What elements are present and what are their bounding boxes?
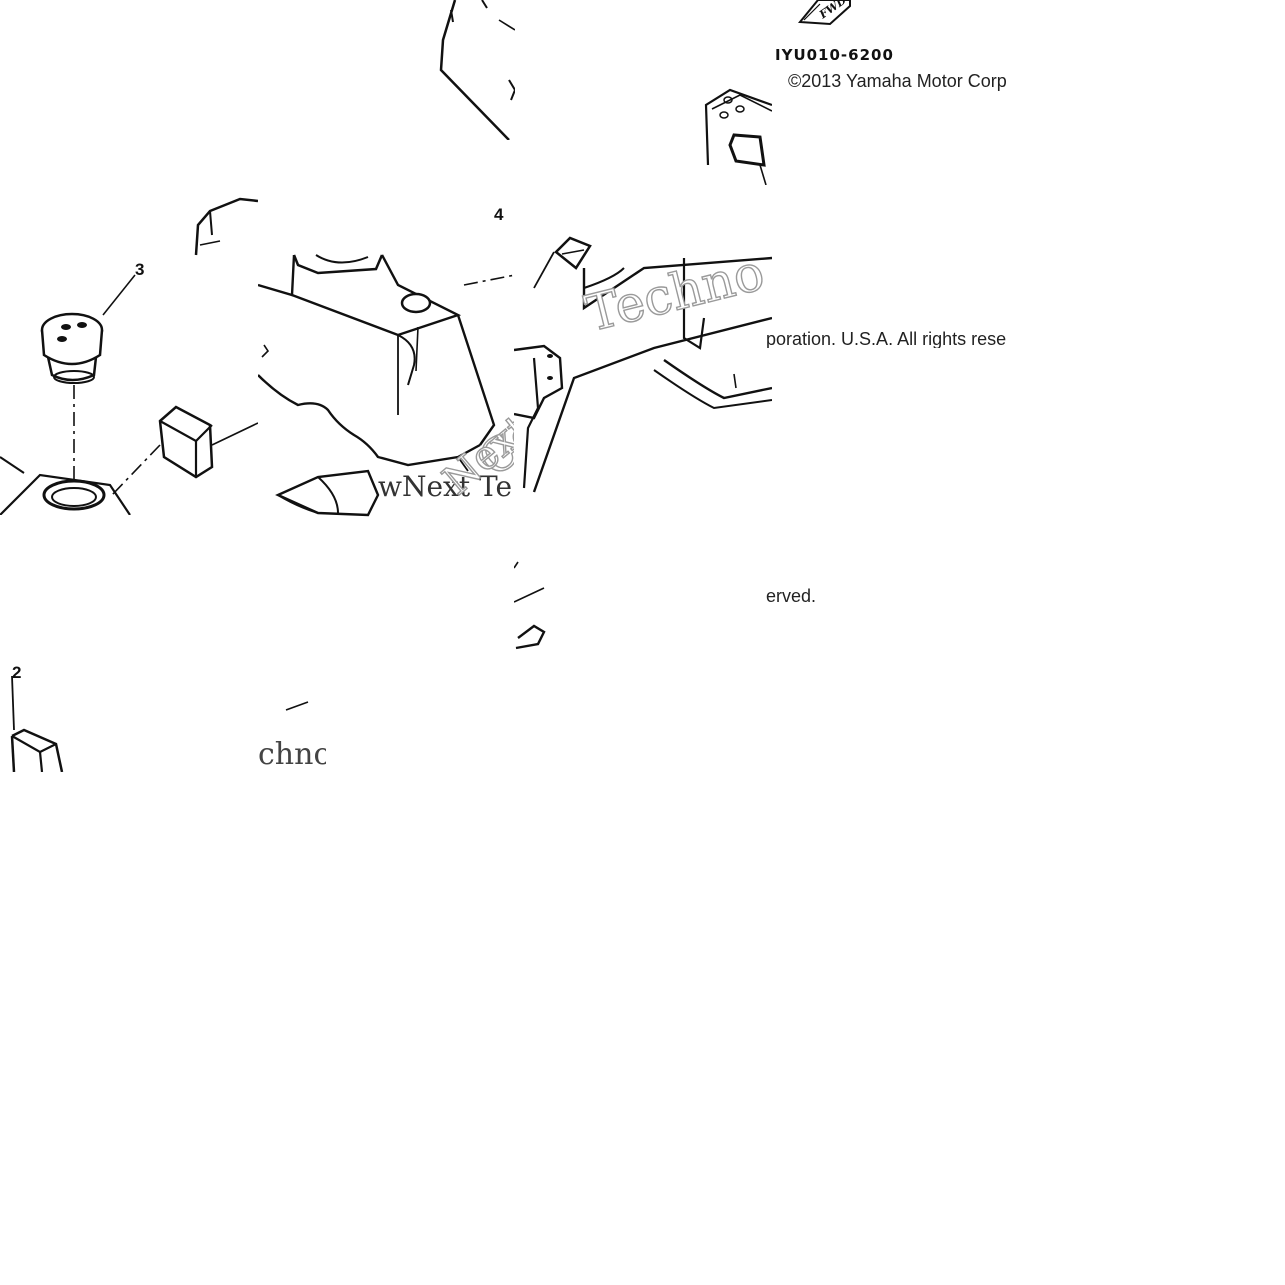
diagram-tile-fwd: FWD IYU010-6200 ©2013 Yamaha Motor Corp — [770, 0, 1030, 100]
copyright-line-3: erved. — [766, 586, 817, 606]
diagram-tile-cap: 3 — [0, 195, 258, 515]
diagram-tile-cover — [437, 0, 515, 140]
watermark-2: wNext Te — [378, 470, 513, 503]
copyright-line-1: ©2013 Yamaha Motor Corp — [788, 71, 1007, 91]
diagram-tile-part-2: 2 — [0, 660, 66, 772]
callout-2: 2 — [12, 663, 22, 682]
callout-3: 3 — [135, 260, 145, 279]
diagram-tile-frame-top — [700, 85, 772, 185]
watermark-4: chno — [258, 737, 326, 772]
part-number: IYU010-6200 — [775, 46, 894, 64]
callout-4: 4 — [494, 205, 504, 224]
diagram-tile-tank: wNext Te Co Next — [258, 195, 515, 540]
diagram-tile-watermark: chno — [258, 664, 326, 772]
block-part — [158, 405, 214, 479]
diagram-tile-frame: Techno — [514, 228, 772, 658]
fwd-arrow-icon — [797, 0, 851, 26]
cap-part-3 — [40, 312, 104, 384]
copyright-line-2: poration. U.S.A. All rights rese — [766, 330, 1007, 348]
